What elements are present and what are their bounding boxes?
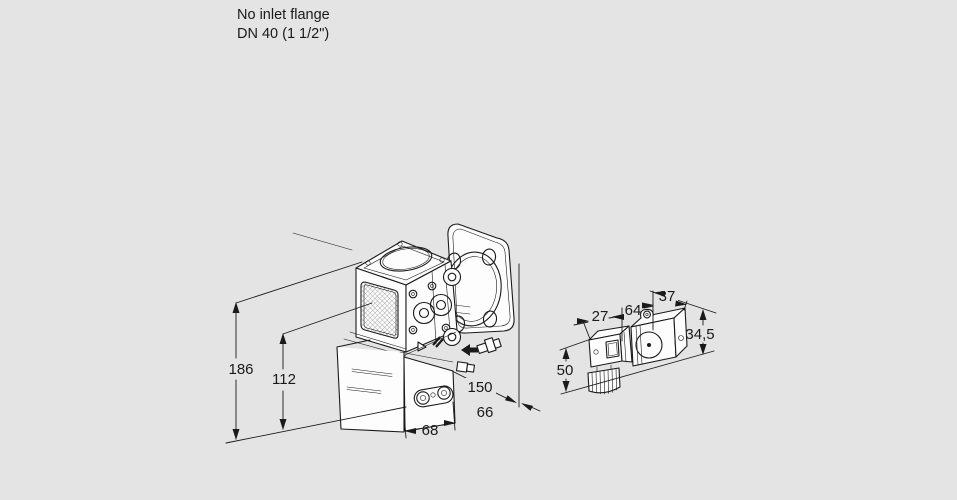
dimension-37: 37 (649, 288, 717, 314)
drawing-header: No inlet flange DN 40 (1 1/2") (237, 6, 330, 44)
knurled-nut (587, 364, 621, 395)
dim-186-label: 186 (228, 361, 253, 378)
dimension-68: 68 (403, 401, 456, 439)
dim-150-label: 150 (467, 379, 492, 396)
test-nipple-side (455, 361, 476, 373)
dim-64-label: 64 (625, 302, 642, 319)
header-line2: DN 40 (1 1/2") (237, 26, 330, 42)
dim-37-label: 37 (659, 288, 676, 305)
header-line1: No inlet flange (237, 7, 330, 23)
fittings (455, 337, 502, 373)
dim-27-label: 27 (592, 308, 609, 325)
valve-body (343, 240, 462, 357)
dim-68-label: 68 (422, 422, 439, 439)
dimension-64: 64 (612, 290, 654, 342)
connector-recess (413, 385, 454, 408)
vent-slots (346, 368, 393, 394)
dimension-66: 66 (477, 403, 541, 421)
actuator-box (336, 339, 456, 433)
dimension-186: 186 (225, 261, 407, 444)
dim-112-label: 112 (272, 371, 296, 388)
extension-line (292, 232, 353, 251)
solenoid-detail (587, 307, 688, 395)
vent-symbol (417, 341, 427, 352)
bolt-heads (408, 281, 451, 335)
dimension-150: 150 (451, 263, 520, 408)
dimension-112: 112 (272, 302, 373, 430)
test-nipple-upper (476, 337, 502, 354)
dimension-50: 50 (557, 338, 715, 395)
flow-direction-arrow-icon (461, 344, 478, 356)
dim-50-label: 50 (557, 362, 574, 379)
dimension-34-5: 34,5 (685, 309, 715, 355)
dim-66-label: 66 (477, 404, 494, 421)
dim-34-5-label: 34,5 (685, 326, 714, 343)
